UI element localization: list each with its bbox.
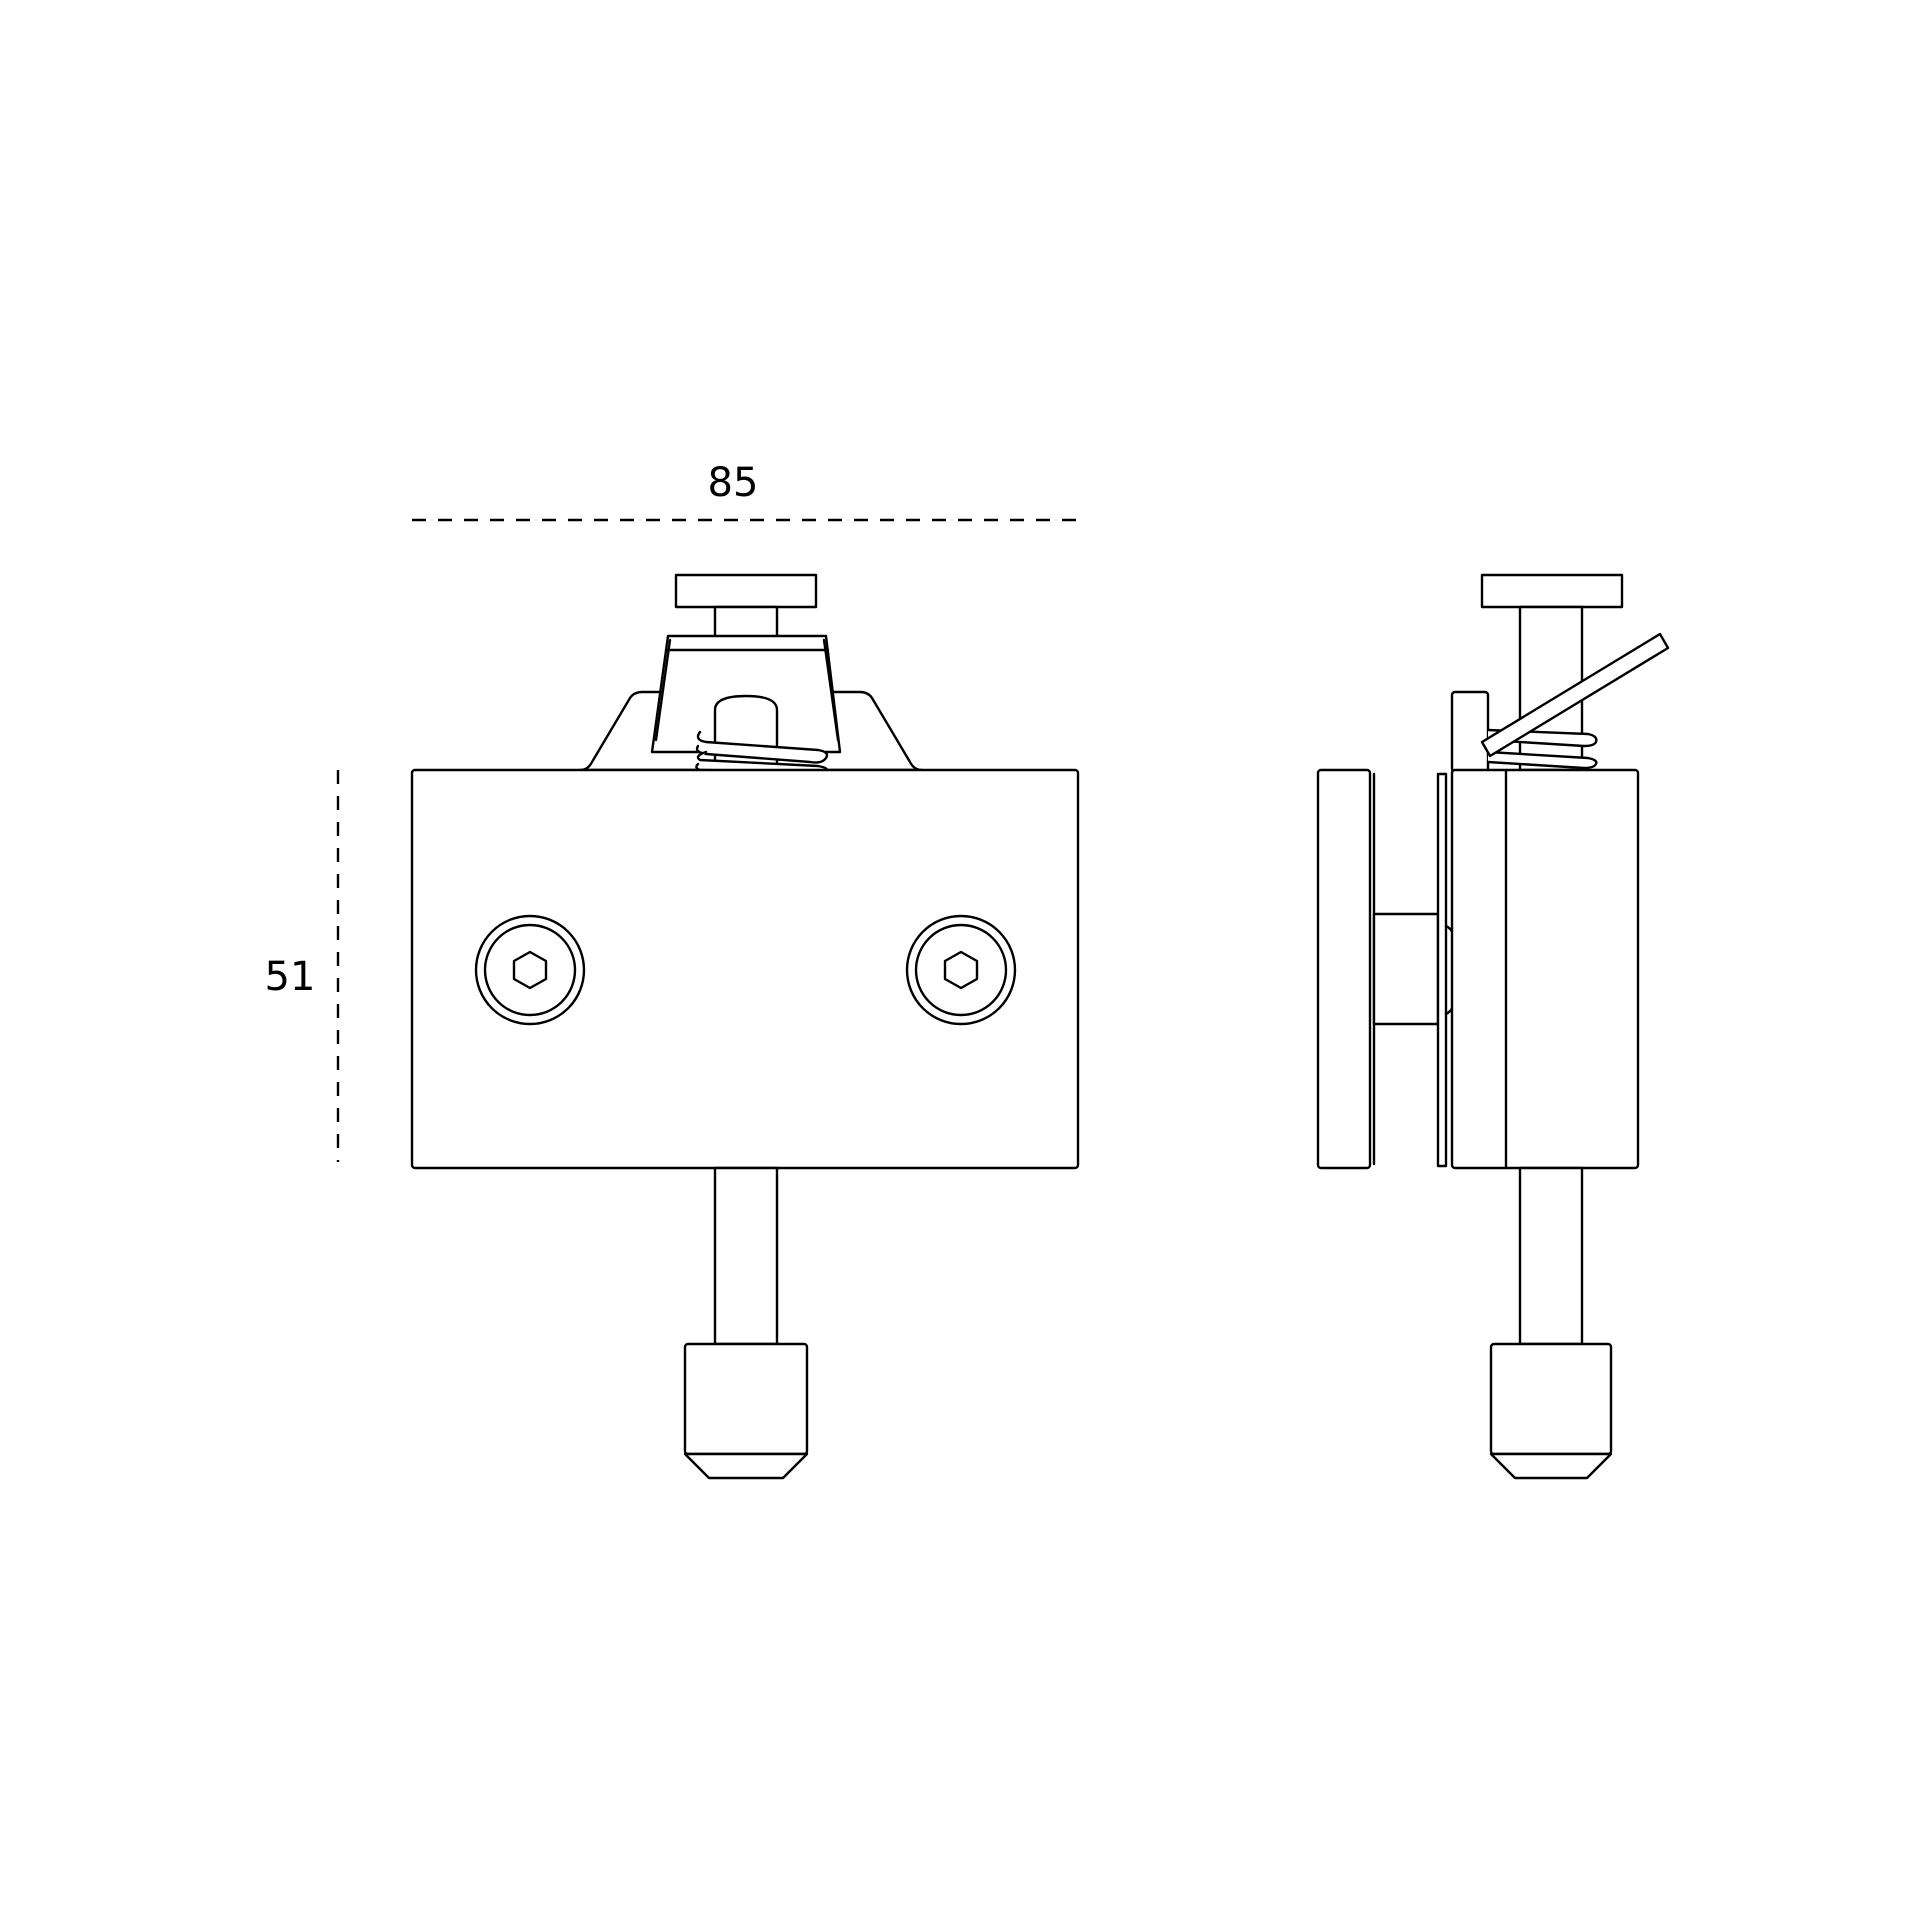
front-screw-left-outer-ring bbox=[474, 914, 586, 1026]
front-screw-left bbox=[474, 914, 586, 1026]
side-thin-plate bbox=[1436, 772, 1448, 1168]
side-spring-coil bbox=[1486, 750, 1598, 770]
front-top-stem bbox=[713, 605, 779, 639]
side-view bbox=[1316, 573, 1670, 1480]
width-dimension-label: 85 bbox=[708, 460, 759, 506]
hex-socket-icon bbox=[943, 950, 979, 990]
side-connecting-post bbox=[1372, 912, 1440, 1026]
front-screw-right-outer-ring bbox=[905, 914, 1017, 1026]
front-screw-right bbox=[905, 914, 1017, 1026]
front-bottom-chamfer bbox=[683, 1452, 809, 1480]
side-bottom-cap bbox=[1489, 1342, 1613, 1456]
front-housing-edge-right bbox=[822, 638, 840, 742]
front-top-cap bbox=[674, 573, 818, 609]
width-dimension: 85 bbox=[412, 460, 1082, 522]
front-screw-left-inner-ring bbox=[483, 923, 577, 1017]
side-lower-stem bbox=[1518, 1166, 1584, 1346]
front-spring bbox=[695, 730, 829, 774]
side-back-plate bbox=[1316, 768, 1372, 1170]
height-dimension-label: 51 bbox=[265, 954, 316, 1000]
front-screw-right-inner-ring bbox=[914, 923, 1008, 1017]
front-bottom-cap bbox=[683, 1342, 809, 1456]
side-bottom-chamfer bbox=[1489, 1452, 1613, 1480]
side-angled-lever bbox=[1480, 632, 1670, 758]
side-upright-bracket bbox=[1450, 690, 1490, 774]
front-latch-housing bbox=[650, 634, 842, 754]
front-lower-stem bbox=[713, 1166, 779, 1346]
front-housing-edge-left bbox=[654, 638, 672, 742]
front-spring-coil bbox=[695, 750, 829, 774]
hex-socket-icon bbox=[512, 950, 548, 990]
height-dimension: 51 bbox=[265, 770, 340, 1162]
side-body-block bbox=[1450, 768, 1640, 1170]
front-view bbox=[410, 573, 1080, 1480]
side-top-cap bbox=[1480, 573, 1624, 609]
